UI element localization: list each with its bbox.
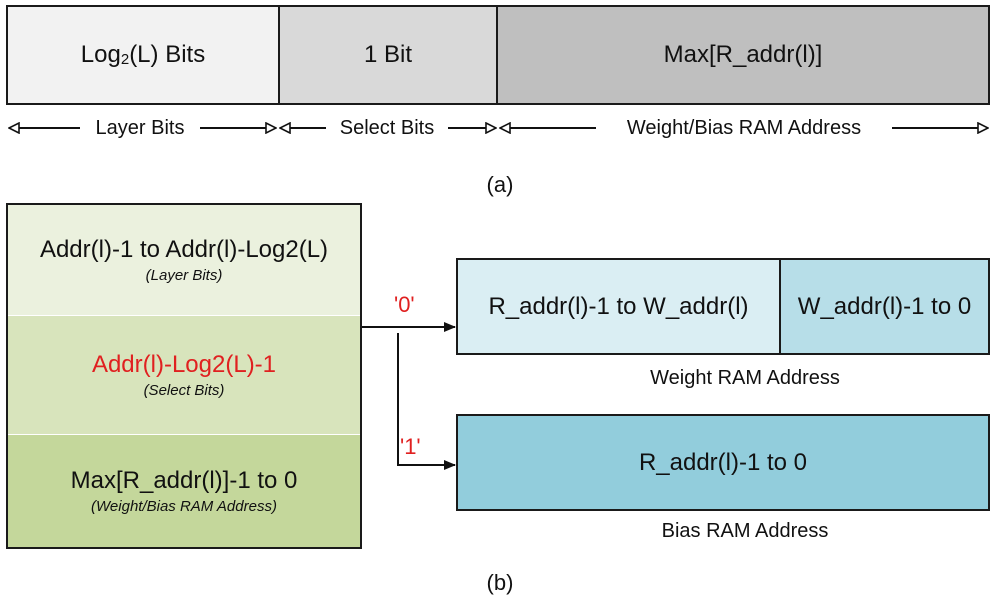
bias-ram-field: R_addr(l)-1 to 0 [456, 414, 990, 511]
select-bit-label: 1 Bit [363, 41, 413, 69]
ram-address-field: Max[R_addr(l)]-1 to 0 (Weight/Bias RAM A… [8, 435, 360, 547]
select-bits-field-note: (Select Bits) [143, 382, 225, 400]
caption-b: (b) [486, 570, 514, 595]
address-segment: Max[R_addr(l)] [496, 5, 990, 105]
layer-bits-field: Addr(l)-1 to Addr(l)-Log2(L) (Layer Bits… [8, 205, 360, 316]
layer-bits-field-note: (Layer Bits) [145, 267, 223, 285]
ram-address-field-range: Max[R_addr(l)]-1 to 0 [70, 466, 298, 494]
layer-bits-label: Log2(L) Bits [80, 41, 206, 69]
weight-ram-high-field: R_addr(l)-1 to W_addr(l) [456, 258, 781, 355]
select-bits-field-range: Addr(l)-Log2(L)-1 [91, 350, 277, 378]
select-bits-range-label: Select Bits [326, 116, 448, 140]
select-bit-segment: 1 Bit [278, 5, 498, 105]
address-field-stack: Addr(l)-1 to Addr(l)-Log2(L) (Layer Bits… [6, 203, 362, 549]
select-one-label: '1' [400, 434, 421, 459]
weight-ram-low-field: W_addr(l)-1 to 0 [779, 258, 990, 355]
address-range-label: Weight/Bias RAM Address [596, 116, 892, 140]
select-zero-label: '0' [394, 292, 415, 317]
layer-bits-segment: Log2(L) Bits [6, 5, 280, 105]
ram-address-field-note: (Weight/Bias RAM Address) [91, 498, 277, 516]
layer-bits-range-label: Layer Bits [80, 116, 200, 140]
weight-ram-high-text: R_addr(l)-1 to W_addr(l) [488, 292, 749, 320]
caption-a: (a) [486, 172, 514, 197]
bias-ram-label: Bias RAM Address [661, 520, 829, 542]
layer-bits-field-range: Addr(l)-1 to Addr(l)-Log2(L) [39, 235, 329, 263]
bias-ram-field-text: R_addr(l)-1 to 0 [638, 448, 808, 476]
weight-ram-label: Weight RAM Address [650, 367, 840, 389]
address-segment-label: Max[R_addr(l)] [663, 41, 823, 69]
weight-ram-low-text: W_addr(l)-1 to 0 [797, 292, 972, 320]
select-bits-field: Addr(l)-Log2(L)-1 (Select Bits) [8, 316, 360, 435]
